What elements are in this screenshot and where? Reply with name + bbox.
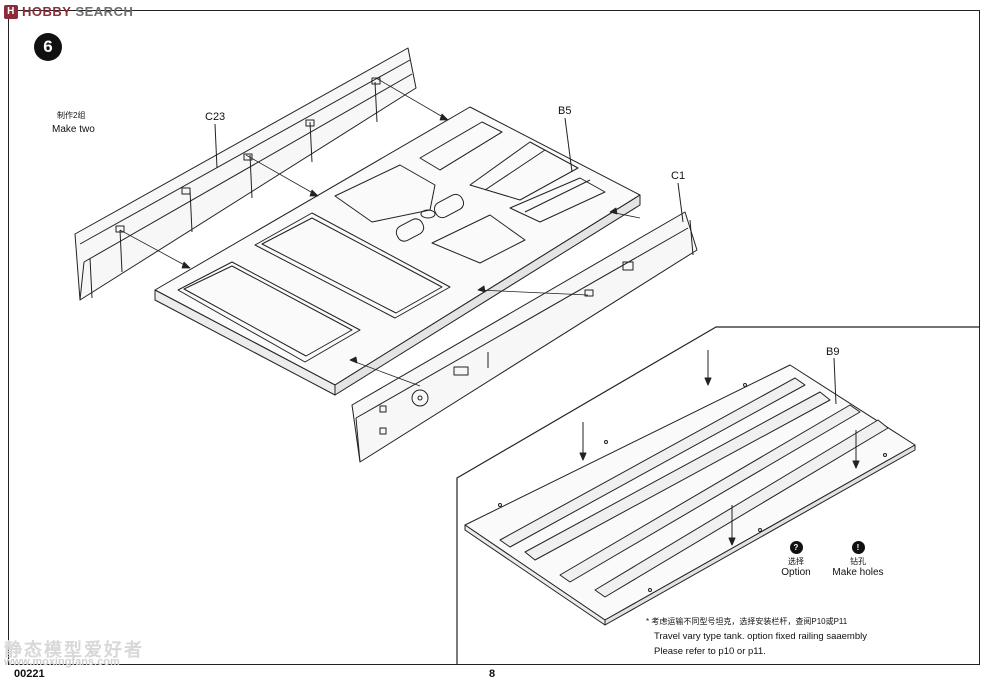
footnote-line2: Please refer to p10 or p11. xyxy=(654,646,766,657)
leader-b9 xyxy=(833,357,837,405)
brand-text-b: SEARCH xyxy=(75,4,134,19)
note-make-two-cn: 制作2组 xyxy=(57,111,86,120)
legend-option-cn: 选择 xyxy=(788,557,804,566)
deck-plate-b5 xyxy=(154,106,641,396)
footnote: * 考虑运输不同型号坦克，选择安装栏杆，查阅P10或P11 Travel var… xyxy=(646,614,867,659)
plate-b9 xyxy=(464,350,916,626)
part-label-b9: B9 xyxy=(826,346,840,358)
step-number-badge: 6 xyxy=(34,33,62,61)
inset-frame xyxy=(456,326,980,665)
option-icon: ? xyxy=(789,541,803,554)
legend-holes-cn: 钻孔 xyxy=(850,557,866,566)
brand-text-a: HOBBY xyxy=(22,4,72,19)
page-frame xyxy=(8,10,980,665)
note-make-two-en: Make two xyxy=(52,124,95,135)
moxingfans-watermark: 静态模型爱好者 xyxy=(4,640,144,660)
drill-icon: ! xyxy=(851,541,865,554)
page-number: 8 xyxy=(489,668,496,680)
rail-c1 xyxy=(351,211,698,463)
footnote-line1: Travel vary type tank. option fixed rail… xyxy=(654,631,867,642)
footnote-cn: 考虑运输不同型号坦克，选择安装栏杆，查阅P10或P11 xyxy=(651,617,848,626)
leader-c1 xyxy=(677,182,684,223)
moxingfans-url: www.moxingfans.com xyxy=(4,656,120,668)
legend-option: ? 选择 Option xyxy=(776,541,816,578)
hobbysearch-watermark: H HOBBY SEARCH xyxy=(4,4,133,19)
legend-holes-en: Make holes xyxy=(832,567,884,578)
brand-logo-icon: H xyxy=(4,4,18,19)
part-label-b5: B5 xyxy=(558,105,572,117)
footnote-star: * xyxy=(646,617,650,626)
assembly-arrows xyxy=(119,77,641,387)
part-label-c23: C23 xyxy=(205,111,226,123)
legend-make-holes: ! 钻孔 Make holes xyxy=(828,541,888,578)
leader-b5 xyxy=(564,117,573,173)
rail-c23 xyxy=(74,47,417,301)
part-label-c1: C1 xyxy=(671,170,686,182)
legend-option-en: Option xyxy=(781,567,811,578)
product-code: 00221 xyxy=(14,668,45,680)
leader-c23 xyxy=(214,123,218,169)
